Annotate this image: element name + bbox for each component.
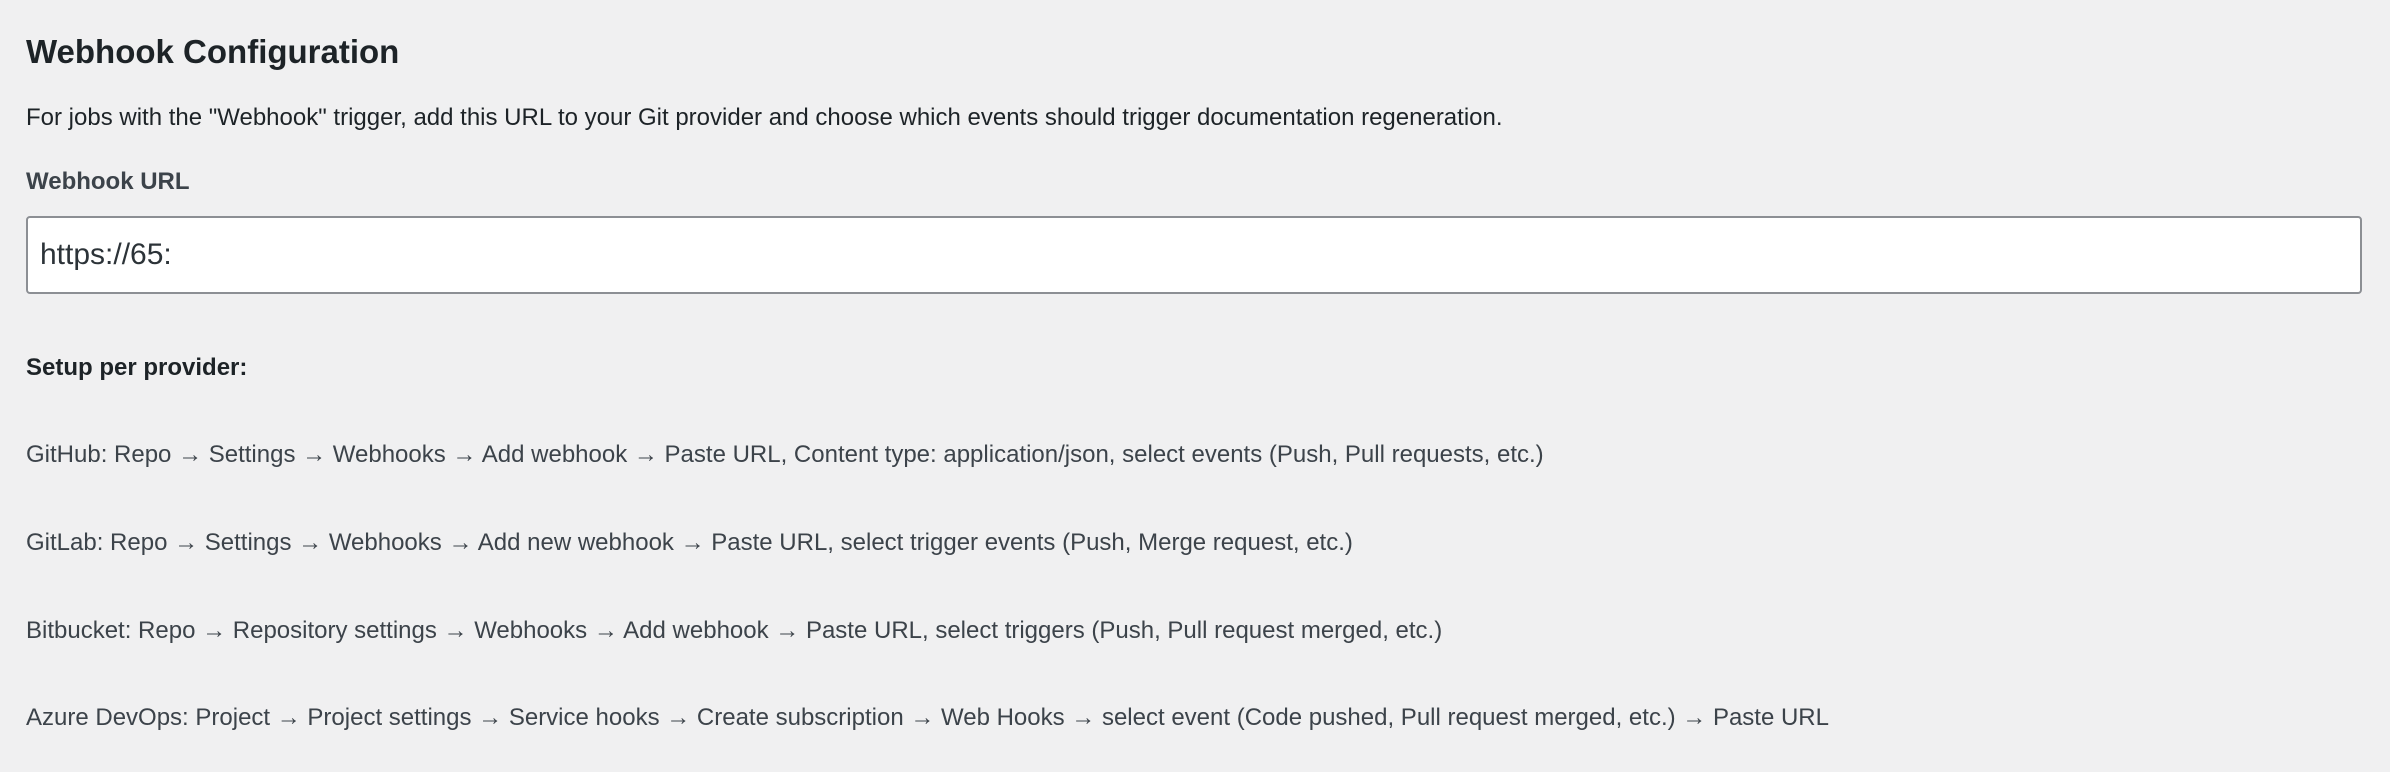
provider-item-bitbucket: Bitbucket: Repo → Repository settings → … [26,617,1443,644]
section-description: For jobs with the "Webhook" trigger, add… [26,104,1503,131]
webhook-url-label: Webhook URL [26,168,190,195]
webhook-url-field[interactable] [26,216,2362,294]
provider-item-azure-devops: Azure DevOps: Project → Project settings… [26,704,1829,731]
setup-heading: Setup per provider: [26,354,248,381]
provider-item-gitlab: GitLab: Repo → Settings → Webhooks → Add… [26,529,1353,556]
provider-item-github: GitHub: Repo → Settings → Webhooks → Add… [26,441,1544,468]
page-title: Webhook Configuration [26,33,400,70]
